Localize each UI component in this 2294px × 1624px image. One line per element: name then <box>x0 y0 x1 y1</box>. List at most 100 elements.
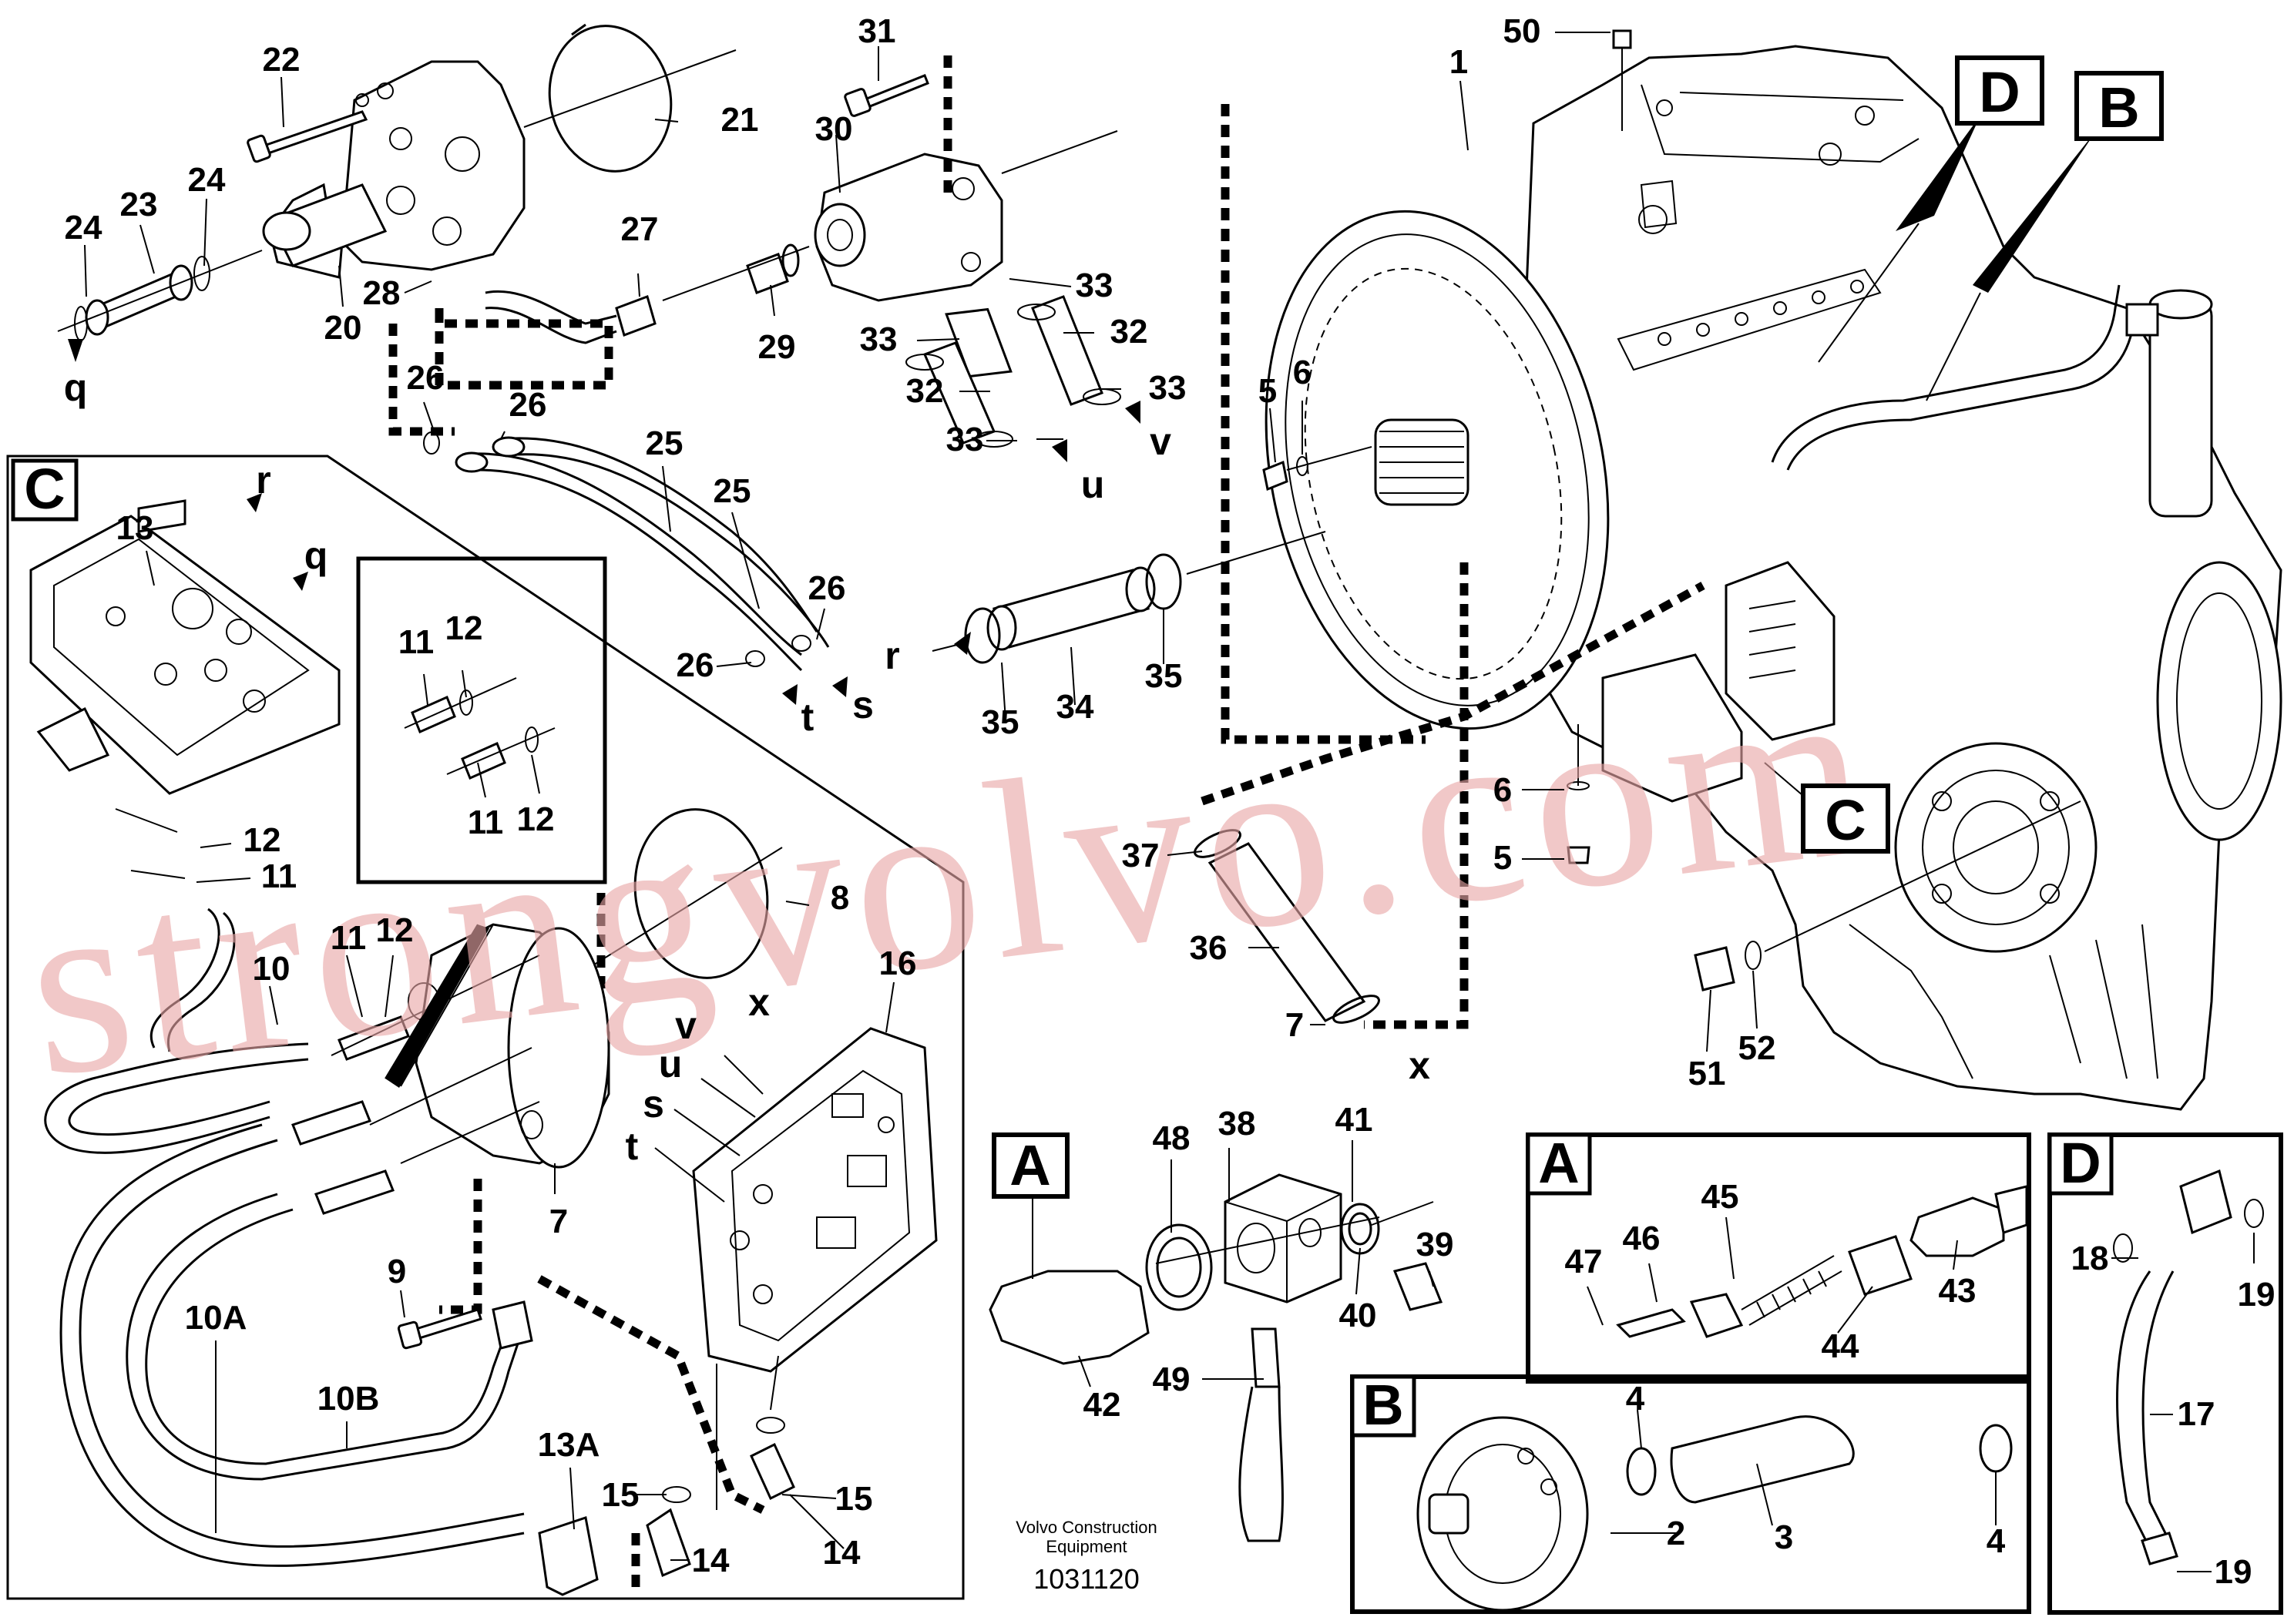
callout-20: 20 <box>324 309 362 347</box>
callout-14-a: 14 <box>692 1542 730 1579</box>
callout-11-c: 11 <box>261 857 297 895</box>
callout-21: 21 <box>721 101 759 139</box>
callout-51: 51 <box>1688 1055 1726 1092</box>
label-box-d: D <box>1979 60 2020 124</box>
callout-16: 16 <box>879 945 917 982</box>
connection-letter-u: u <box>1081 463 1105 506</box>
callout-4-b: 4 <box>1987 1522 2006 1560</box>
callout-25-b: 25 <box>714 472 751 510</box>
callout-29: 29 <box>758 328 796 366</box>
callout-5-a: 5 <box>1258 372 1277 410</box>
callout-33-c: 33 <box>1149 369 1187 407</box>
callout-24-left: 24 <box>65 209 102 247</box>
inset-b-box <box>1350 1374 2031 1614</box>
callout-13a: 13A <box>538 1426 600 1464</box>
callout-5-b: 5 <box>1493 839 1512 877</box>
callout-42: 42 <box>1083 1386 1121 1424</box>
callout-13: 13 <box>116 509 154 547</box>
callout-2: 2 <box>1667 1515 1685 1552</box>
inset-label-d: D <box>2060 1131 2101 1195</box>
callout-28: 28 <box>363 274 401 312</box>
callout-24-right: 24 <box>188 161 226 199</box>
callout-8: 8 <box>831 879 849 917</box>
callout-15-a: 15 <box>602 1476 640 1514</box>
connection-letter-u-c: u <box>659 1042 683 1085</box>
connection-letters: q r s t u v x q r s t u v x <box>64 339 1430 1168</box>
callout-50: 50 <box>1503 12 1541 50</box>
callout-7-main: 7 <box>1285 1006 1304 1044</box>
callout-11-d: 11 <box>331 919 367 957</box>
callout-35-b: 35 <box>1145 657 1183 695</box>
callout-44: 44 <box>1822 1327 1859 1365</box>
callout-11-b: 11 <box>468 804 504 841</box>
callout-9: 9 <box>388 1253 406 1290</box>
detail-c-panel <box>6 455 965 1600</box>
callout-48: 48 <box>1153 1119 1191 1157</box>
connection-letter-v: v <box>1150 420 1171 463</box>
callout-12-d: 12 <box>376 911 414 949</box>
callout-6-a: 6 <box>1293 354 1312 391</box>
connection-letter-q: q <box>64 366 88 409</box>
callout-7-c: 7 <box>549 1203 568 1240</box>
callout-1: 1 <box>1449 43 1468 81</box>
pump-group <box>57 23 2081 1024</box>
callout-10: 10 <box>253 950 291 988</box>
connection-letter-s-c: s <box>643 1082 664 1126</box>
callout-52: 52 <box>1738 1029 1776 1067</box>
callout-30: 30 <box>815 110 853 148</box>
detail-label-boxes: D B C C A A B D <box>11 55 2164 1438</box>
callout-10b: 10B <box>317 1380 380 1418</box>
inset-label-a: A <box>1538 1131 1579 1195</box>
callout-33-d: 33 <box>946 421 984 458</box>
callout-26-b: 26 <box>509 386 547 424</box>
connection-letter-x: x <box>1409 1044 1430 1087</box>
callout-35-a: 35 <box>982 703 1019 741</box>
callout-33-b: 33 <box>860 320 898 358</box>
callout-26-c: 26 <box>808 569 846 607</box>
callout-47: 47 <box>1565 1243 1603 1280</box>
connection-letter-t-c: t <box>626 1125 639 1168</box>
transmission-housing <box>1265 45 2282 1111</box>
connection-letter-r-c: r <box>256 458 270 502</box>
callout-4-a: 4 <box>1626 1380 1645 1418</box>
callout-38: 38 <box>1218 1105 1256 1143</box>
callout-32-b: 32 <box>906 372 944 410</box>
callout-26-d: 26 <box>677 646 714 684</box>
connection-letter-t: t <box>801 696 814 739</box>
inset-label-c: C <box>24 457 65 521</box>
callout-31: 31 <box>858 12 896 50</box>
inset-label-b: B <box>1362 1373 1403 1437</box>
callout-32-a: 32 <box>1110 313 1148 351</box>
callout-43: 43 <box>1939 1272 1977 1310</box>
callout-39: 39 <box>1416 1226 1454 1263</box>
callout-23: 23 <box>120 186 158 223</box>
callout-18: 18 <box>2071 1240 2109 1277</box>
callout-11-a: 11 <box>398 623 435 661</box>
callout-26-a: 26 <box>407 359 445 397</box>
callout-3: 3 <box>1775 1518 1793 1556</box>
label-box-c: C <box>1825 788 1866 852</box>
callout-41: 41 <box>1335 1101 1373 1139</box>
callout-46: 46 <box>1623 1220 1661 1257</box>
label-box-a: A <box>1009 1133 1050 1197</box>
callout-leaders <box>84 32 2255 1572</box>
inset-a-box <box>1526 1132 2031 1384</box>
callout-36: 36 <box>1190 929 1228 967</box>
callout-12-a: 12 <box>445 609 483 647</box>
callout-37: 37 <box>1122 837 1160 874</box>
callout-45: 45 <box>1701 1178 1739 1216</box>
connection-letter-s: s <box>852 683 874 726</box>
connection-letter-r: r <box>885 634 899 677</box>
callout-27: 27 <box>621 210 659 248</box>
connection-letter-v-c: v <box>675 1004 697 1047</box>
publisher-line-2: Equipment <box>1046 1537 1127 1556</box>
label-box-b: B <box>2098 75 2139 139</box>
publisher-line-1: Volvo Construction <box>1016 1518 1157 1537</box>
callout-34: 34 <box>1056 688 1094 726</box>
callout-33-a: 33 <box>1076 267 1113 304</box>
connection-letter-q-c: q <box>304 534 328 577</box>
callout-22: 22 <box>263 41 301 79</box>
callout-14-b: 14 <box>823 1534 861 1572</box>
